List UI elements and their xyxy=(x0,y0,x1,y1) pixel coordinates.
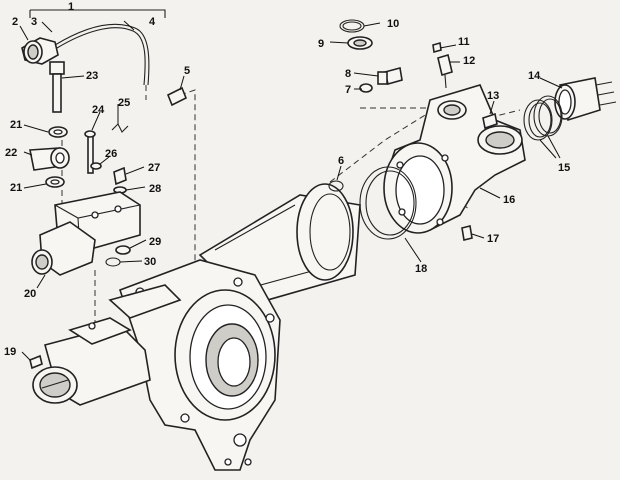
callout-21-upper: 21 xyxy=(10,119,22,131)
callout-25: 25 xyxy=(118,97,130,109)
steering-arm-casting xyxy=(383,84,526,234)
callout-11: 11 xyxy=(458,36,470,48)
axle-housing xyxy=(108,183,361,471)
callout-1: 1 xyxy=(68,1,74,13)
callout-28: 28 xyxy=(149,183,161,195)
callout-3: 3 xyxy=(31,16,37,28)
callout-6: 6 xyxy=(338,155,344,167)
callout-2: 2 xyxy=(12,16,18,28)
callout-15: 15 xyxy=(558,162,570,174)
right-small-parts xyxy=(166,86,498,241)
callout-21-lower: 21 xyxy=(10,182,22,194)
seal-rings xyxy=(523,95,563,141)
callout-30: 30 xyxy=(144,256,156,268)
callout-10: 10 xyxy=(387,18,399,30)
callout-17: 17 xyxy=(487,233,499,245)
callout-29: 29 xyxy=(149,236,161,248)
large-o-ring xyxy=(359,166,417,240)
valve-parts-stack xyxy=(29,61,141,370)
callout-8: 8 xyxy=(345,68,351,80)
callout-labels: 1 2 3 4 5 6 7 8 9 10 11 12 13 14 15 16 1… xyxy=(4,1,570,358)
leader-lines xyxy=(19,20,563,361)
callout-16: 16 xyxy=(503,194,515,206)
callout-7: 7 xyxy=(345,84,351,96)
callout-5: 5 xyxy=(184,65,190,77)
callout-20: 20 xyxy=(24,288,36,300)
cylinder-tube xyxy=(32,317,151,406)
callout-9: 9 xyxy=(318,38,324,50)
callout-23: 23 xyxy=(86,70,98,82)
callout-19: 19 xyxy=(4,346,16,358)
callout-24: 24 xyxy=(92,104,105,116)
servo-motor xyxy=(554,77,617,122)
callout-26: 26 xyxy=(105,148,117,160)
callout-22: 22 xyxy=(5,147,17,159)
cable-assembly xyxy=(21,9,166,100)
callout-13: 13 xyxy=(487,90,499,102)
callout-12: 12 xyxy=(463,55,475,67)
top-small-parts xyxy=(339,19,453,93)
callout-4: 4 xyxy=(149,16,156,28)
callout-14: 14 xyxy=(528,70,541,82)
callout-27: 27 xyxy=(148,162,160,174)
callout-18: 18 xyxy=(415,263,427,275)
